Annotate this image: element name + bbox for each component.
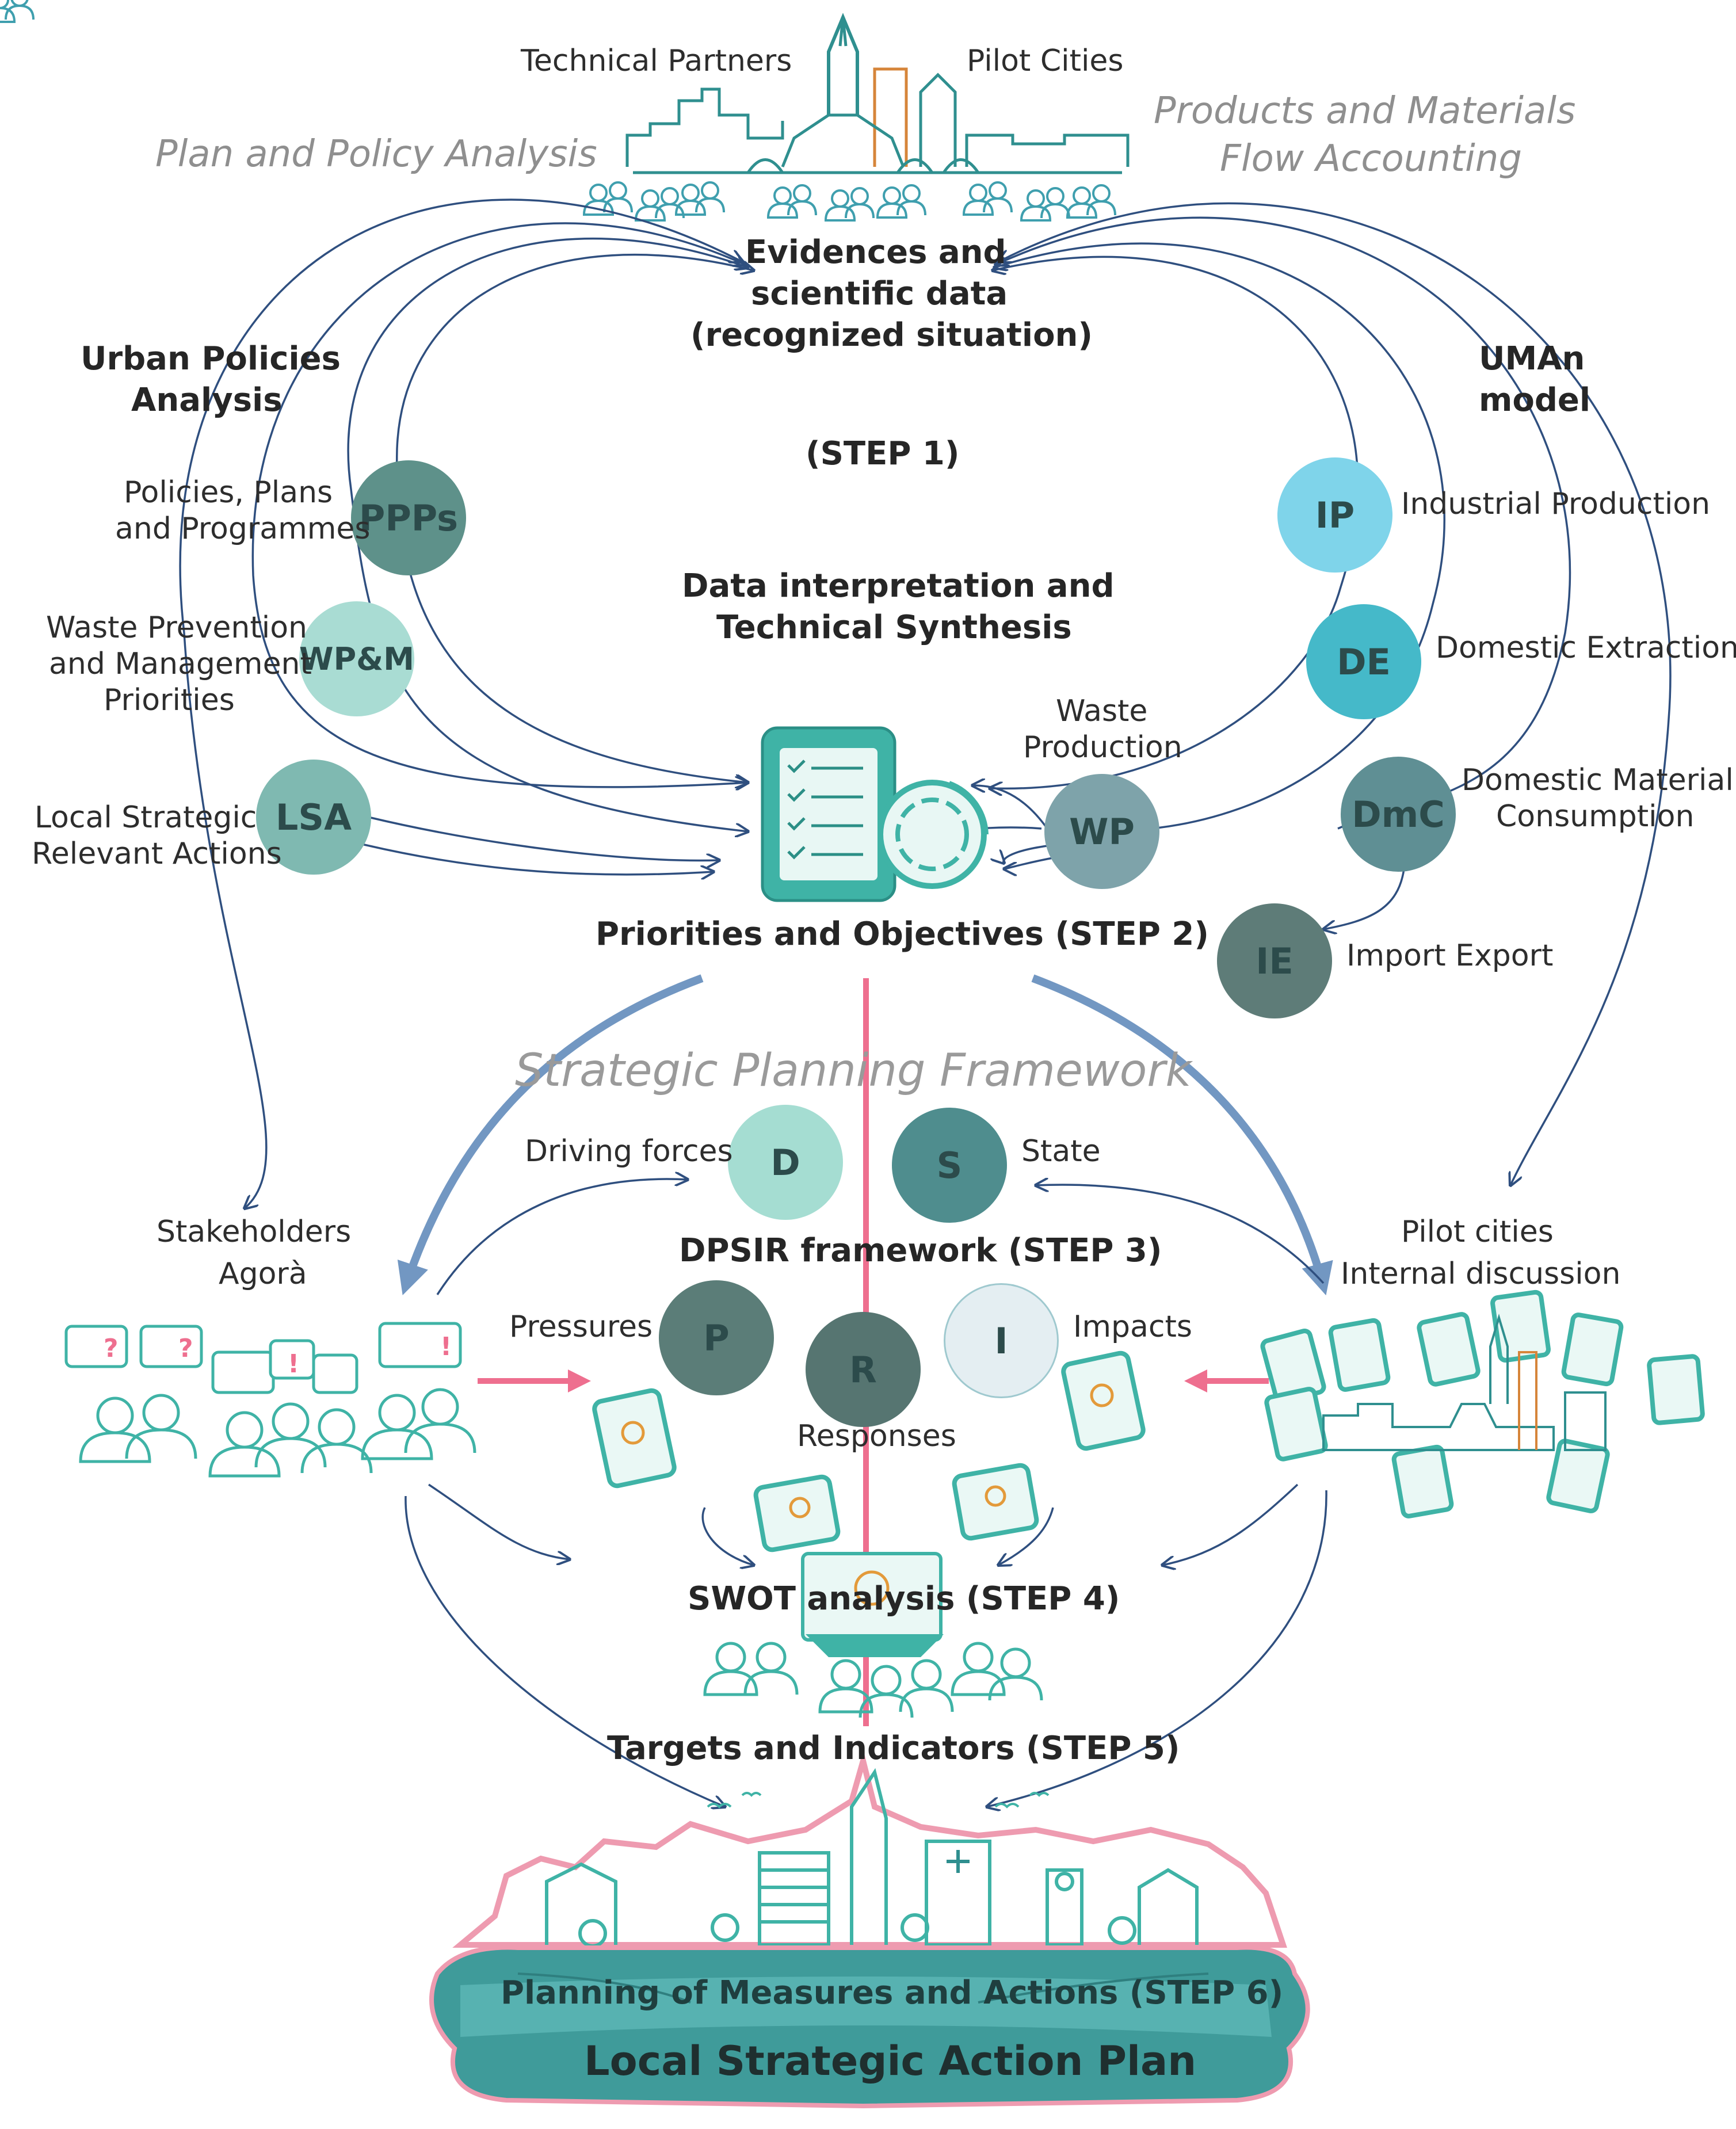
pilot-internal-line-2: Internal discussion <box>1341 1257 1621 1291</box>
data-interpretation-line-1: Data interpretation and <box>682 567 1115 605</box>
city-skyline-illustration <box>625 13 1130 174</box>
dpsir-r-node: R <box>806 1312 921 1427</box>
products-flow-label-1: Products and Materials <box>1154 90 1576 132</box>
urban-policies-title-2: Analysis <box>131 381 283 419</box>
right-uman-loops <box>896 202 1672 1185</box>
stakeholders-line-2: Agorà <box>219 1257 307 1291</box>
dpsir-i-node: I <box>944 1283 1059 1398</box>
dpsir-s-node: S <box>892 1108 1007 1223</box>
checklist-tablet-icon <box>761 726 989 902</box>
plan-policy-analysis-label: Plan and Policy Analysis <box>155 133 597 175</box>
technical-partners-label: Technical Partners <box>521 44 792 78</box>
step-2-label: Priorities and Objectives (STEP 2) <box>596 915 1209 953</box>
pilot-cities-illustration <box>1260 1289 1705 1518</box>
pilot-cities-label: Pilot Cities <box>967 44 1124 78</box>
wpm-label-2: and Management <box>49 647 312 681</box>
wpm-label-1: Waste Prevention <box>46 611 307 645</box>
dmc-label-2: Consumption <box>1496 799 1695 834</box>
svg-text:?: ? <box>178 1334 193 1363</box>
pilot-internal-line-1: Pilot cities <box>1401 1215 1554 1249</box>
step-3-label: DPSIR framework (STEP 3) <box>679 1232 1162 1269</box>
step-5-label: Targets and Indicators (STEP 5) <box>607 1730 1180 1767</box>
products-flow-label-2: Flow Accounting <box>1220 138 1522 180</box>
stakeholders-illustration: ??!! <box>64 1322 476 1478</box>
wpm-node: WP&M <box>299 601 414 716</box>
svg-text:!: ! <box>440 1332 452 1361</box>
swot-board-illustration <box>703 1552 1043 1718</box>
responses-label: Responses <box>797 1419 956 1453</box>
lower-flow-arrows <box>405 1179 1327 1807</box>
driving-forces-label: Driving forces <box>525 1134 733 1169</box>
svg-text:!: ! <box>288 1349 299 1379</box>
step-4-label: SWOT analysis (STEP 4) <box>688 1580 1120 1617</box>
svg-text:?: ? <box>104 1334 119 1363</box>
evidences-line-3: (recognized situation) <box>690 316 1093 354</box>
lsa-label-2: Relevant Actions <box>32 837 282 871</box>
strategic-planning-framework-label: Strategic Planning Framework <box>515 1045 1192 1097</box>
wpm-label-3: Priorities <box>104 683 235 718</box>
stakeholders-line-1: Stakeholders <box>157 1215 352 1249</box>
ie-label: Import Export <box>1346 938 1554 973</box>
uman-title-1: UMAn <box>1479 340 1585 377</box>
left-policy-loops <box>179 199 754 1208</box>
idea-tablet-icons <box>592 1350 1146 1552</box>
lsa-label-1: Local Strategic <box>35 800 257 835</box>
evidences-line-1: Evidences and <box>745 234 1006 271</box>
ppps-node: PPPs <box>351 460 466 575</box>
wp-label-2: Production <box>1023 730 1182 765</box>
pressures-label: Pressures <box>509 1310 653 1344</box>
bird-marks <box>707 1792 1050 1808</box>
local-strategic-action-plan-title: Local Strategic Action Plan <box>584 2038 1197 2085</box>
bulb-icons <box>621 1383 1114 1518</box>
dmc-node: DmC <box>1341 757 1456 872</box>
data-interpretation-line-2: Technical Synthesis <box>716 609 1072 646</box>
ip-label: Industrial Production <box>1401 487 1711 521</box>
people-row-top <box>0 0 1116 222</box>
ip-node: IP <box>1277 457 1392 573</box>
dmc-label-1: Domestic Material <box>1462 763 1734 798</box>
state-label: State <box>1021 1134 1101 1169</box>
dpsir-p-node: P <box>659 1280 774 1395</box>
step-6-label: Planning of Measures and Actions (STEP 6… <box>501 1974 1284 2012</box>
bottom-city-island <box>429 1749 1310 2109</box>
de-label: Domestic Extraction <box>1436 631 1736 665</box>
uman-title-2: model <box>1479 381 1591 419</box>
wp-label-1: Waste <box>1056 694 1148 728</box>
de-node: DE <box>1306 604 1421 719</box>
strategic-framework-arrows <box>397 974 1333 1296</box>
evidences-line-2: scientific data <box>751 275 1008 312</box>
impacts-label: Impacts <box>1073 1310 1192 1344</box>
lsa-node: LSA <box>256 760 371 875</box>
urban-policies-title-1: Urban Policies <box>81 340 341 377</box>
step-1-label: (STEP 1) <box>806 435 960 472</box>
ie-node: IE <box>1217 903 1332 1018</box>
dpsir-d-node: D <box>728 1105 843 1220</box>
wp-node: WP <box>1044 774 1159 889</box>
ppps-label-2: and Programmes <box>115 512 371 546</box>
ppps-label-1: Policies, Plans <box>124 475 333 510</box>
